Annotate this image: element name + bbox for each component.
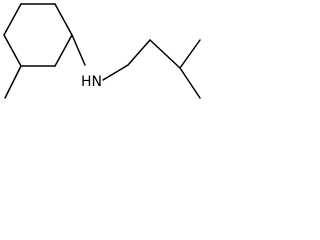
- chain-bond-1: [102, 64, 129, 81]
- chemical-structure-diagram: HN: [3, 3, 201, 99]
- cyclohexane-ring: [3, 3, 73, 67]
- ring-bond-3: [54, 34, 73, 67]
- isopentyl-chain: [102, 39, 201, 99]
- ring-bond-2: [54, 3, 73, 36]
- carbon-nitrogen-bond: [71, 34, 86, 66]
- ring-bond-6: [3, 3, 22, 36]
- chain-bond-2: [127, 39, 151, 66]
- amine-nitrogen-label: HN: [81, 74, 102, 90]
- ring-bond-5: [3, 34, 22, 67]
- chain-bond-5: [179, 67, 201, 99]
- methyl-bond: [4, 65, 22, 99]
- chain-bond-4: [179, 39, 201, 69]
- chain-bond-3: [149, 39, 181, 69]
